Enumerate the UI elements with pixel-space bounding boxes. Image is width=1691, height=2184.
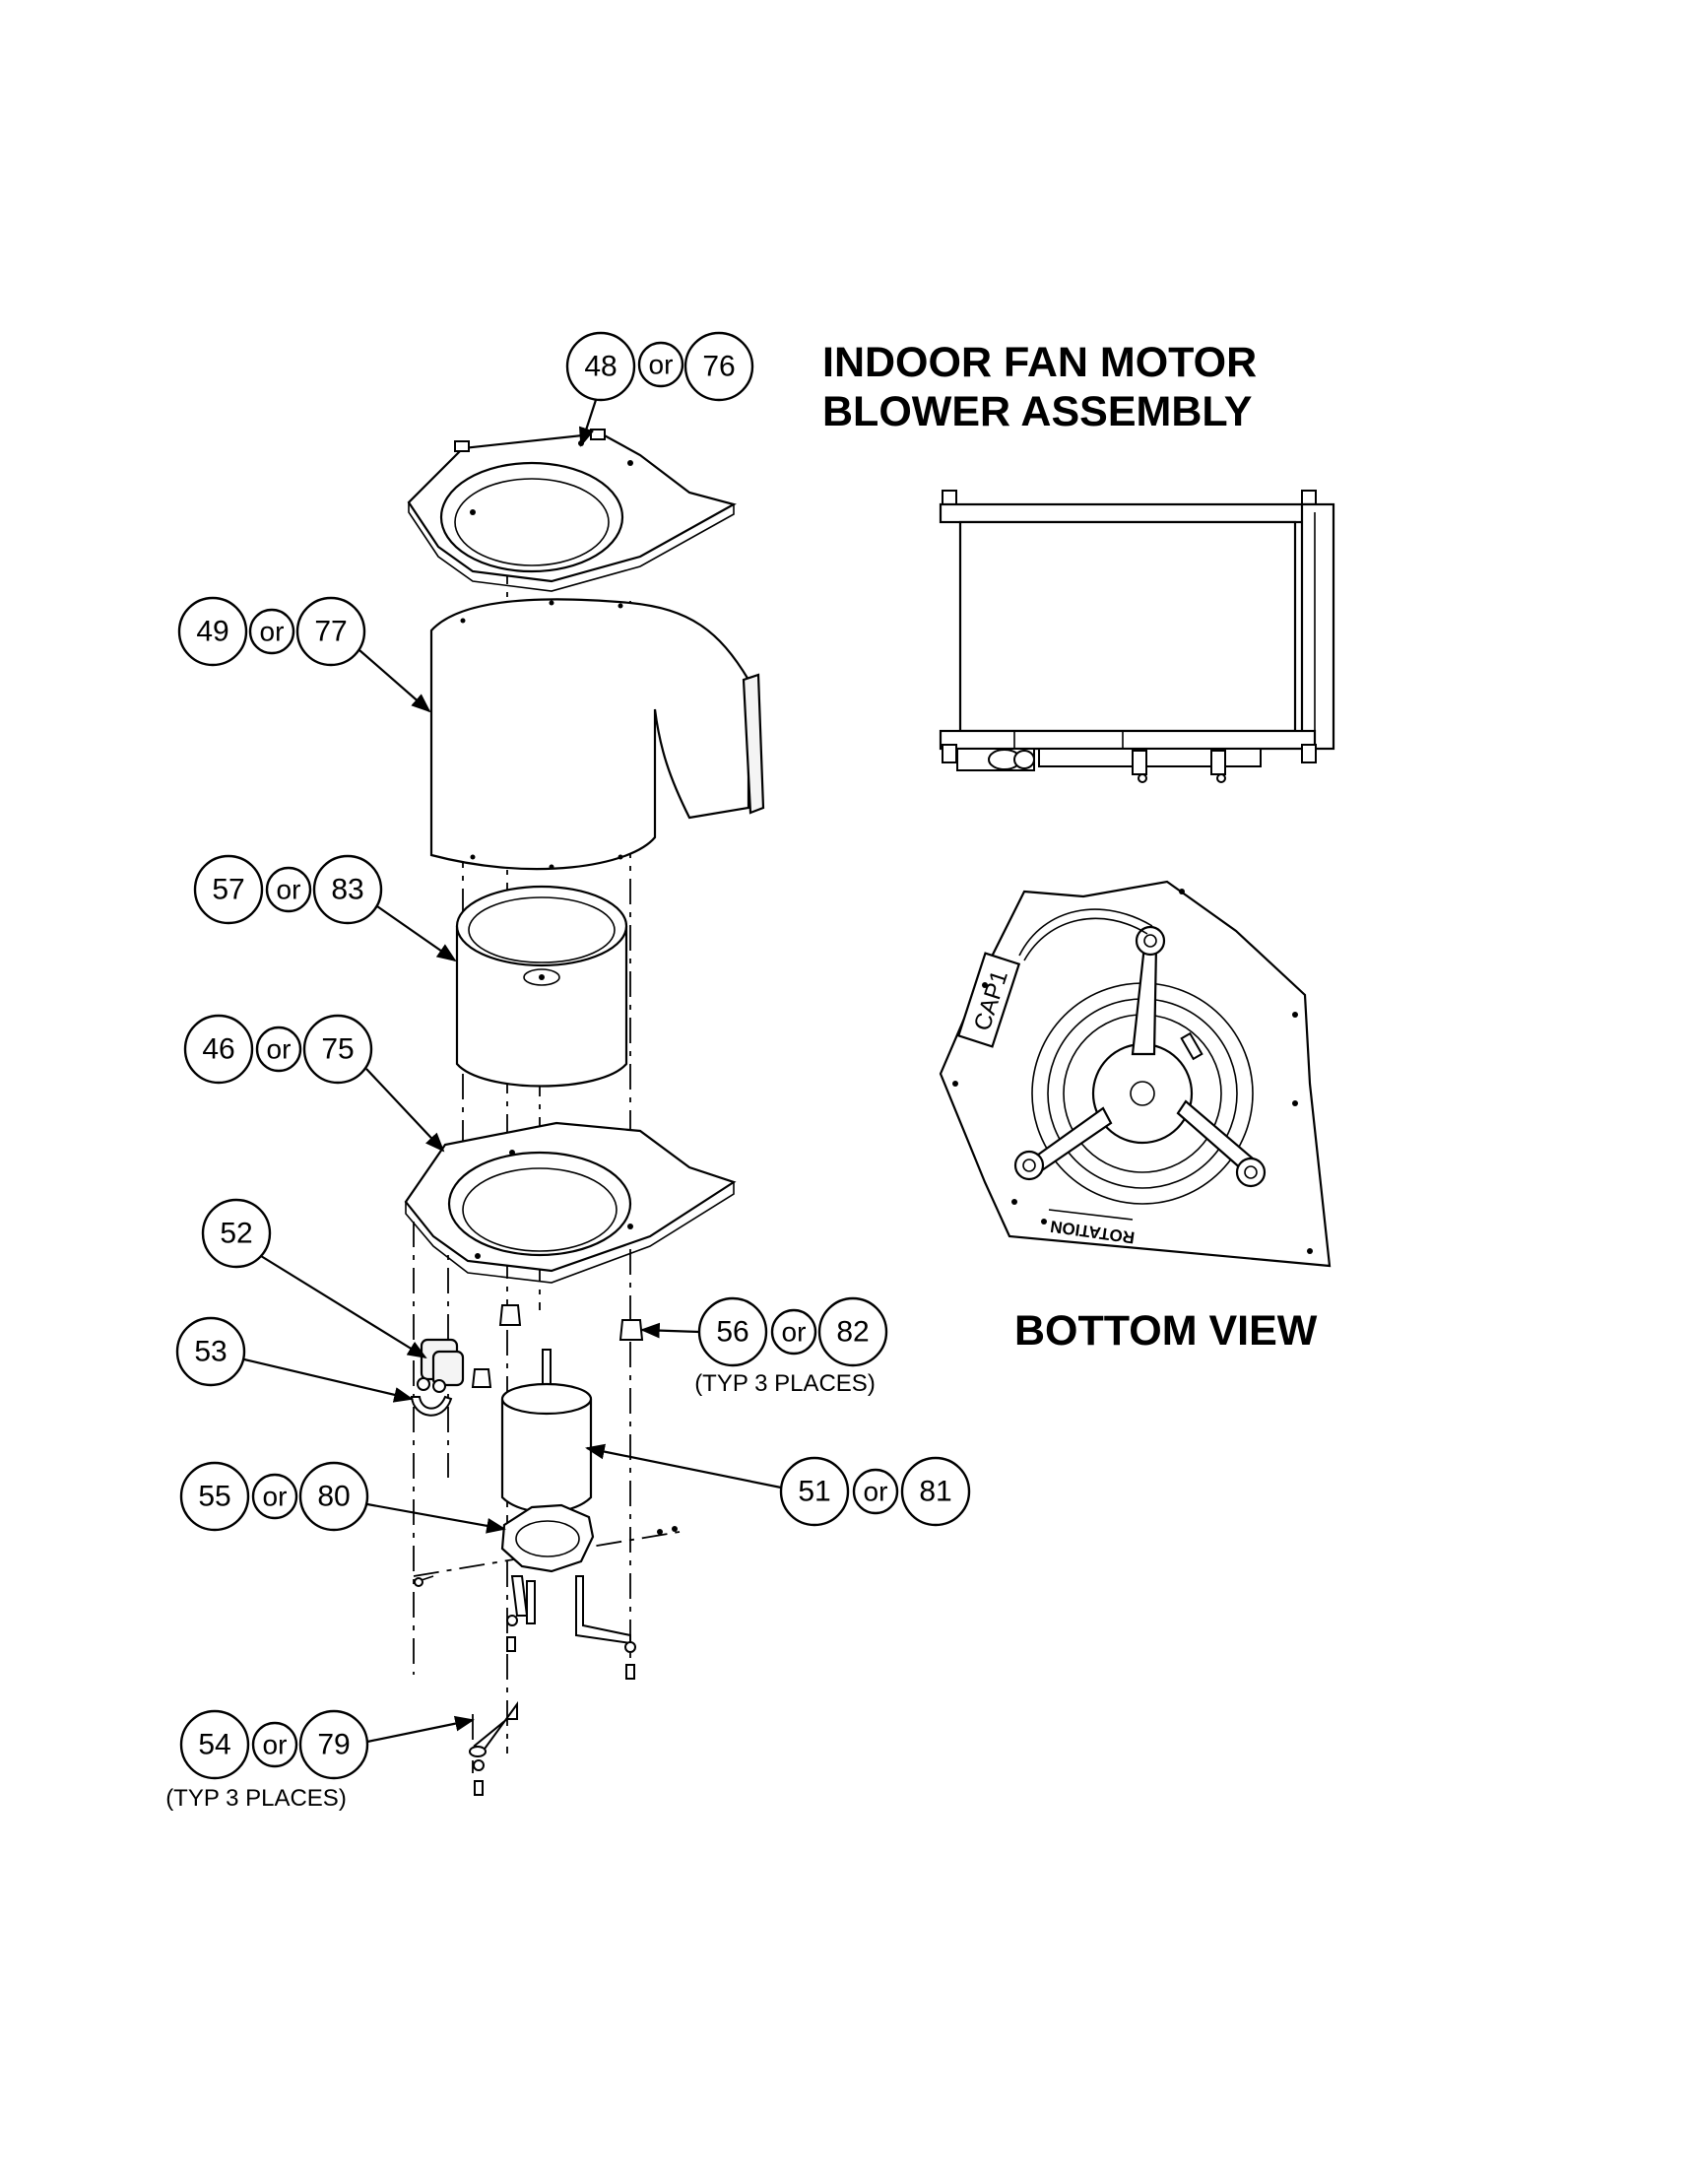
callout-57-or-83: 57 or 83: [193, 854, 457, 962]
callout-51-or-81: 51 or 81: [585, 1443, 971, 1527]
grommets: [471, 1304, 644, 1388]
callout-52: 52: [201, 1198, 427, 1359]
callout-or: or: [864, 1477, 888, 1507]
callout-or: or: [277, 875, 301, 905]
typ-3-places-note: (TYP 3 PLACES): [694, 1370, 876, 1397]
callout-or: or: [263, 1482, 288, 1512]
callout-or: or: [263, 1730, 288, 1760]
title-line-2: BLOWER ASSEMBLY: [822, 388, 1252, 435]
callout-number: 57: [212, 874, 244, 906]
capacitor-strap-part: [410, 1395, 453, 1417]
callout-46-or-75: 46 or 75: [183, 1014, 445, 1153]
side-view-drawing: [939, 490, 1335, 783]
callout-number: 56: [716, 1316, 748, 1349]
callout-number: 54: [198, 1729, 230, 1761]
callout-number: 79: [317, 1729, 350, 1761]
callout-number: 81: [919, 1476, 951, 1508]
callout-number: 75: [321, 1033, 354, 1066]
callout-number: 55: [198, 1481, 230, 1513]
callout-or: or: [267, 1034, 292, 1065]
scroll-housing-part: [429, 598, 765, 871]
callout-53: 53: [175, 1316, 414, 1403]
bottom-view-drawing: CAP1 ROTATION: [939, 880, 1332, 1268]
callout-55-or-80: 55 or 80: [179, 1461, 506, 1534]
callout-number: 52: [220, 1218, 252, 1250]
callout-54-or-79: 54 or 79 (TYP 3 PLACES): [165, 1709, 475, 1812]
callout-number: 51: [798, 1476, 830, 1508]
typ-3-places-note: (TYP 3 PLACES): [165, 1785, 347, 1812]
bottom-view-caption: BOTTOM VIEW: [1014, 1307, 1318, 1355]
callout-number: 80: [317, 1481, 350, 1513]
callout-or: or: [260, 617, 285, 647]
mounting-legs: [469, 1575, 636, 1796]
motor-mount-part: [414, 1503, 678, 1587]
callout-number: 53: [194, 1336, 227, 1368]
callout-or: or: [782, 1317, 807, 1348]
capacitor-part: [417, 1338, 465, 1393]
motor-part: [500, 1349, 593, 1513]
top-panel-part: [407, 429, 737, 592]
callout-48-or-76: 48 or 76: [565, 331, 754, 447]
callout-number: 48: [584, 351, 617, 383]
title-line-1: INDOOR FAN MOTOR: [822, 339, 1257, 386]
callout-number: 76: [702, 351, 735, 383]
callout-number: 46: [202, 1033, 234, 1066]
callout-number: 83: [331, 874, 363, 906]
callout-number: 77: [314, 616, 347, 648]
callout-number: 82: [836, 1316, 869, 1349]
blower-wheel-part: [455, 885, 628, 1088]
callout-56-or-82: 56 or 82 (TYP 3 PLACES): [640, 1296, 888, 1397]
callout-or: or: [649, 350, 674, 380]
callout-49-or-77: 49 or 77: [177, 596, 431, 713]
bottom-panel-part: [404, 1121, 737, 1284]
callout-number: 49: [196, 616, 228, 648]
